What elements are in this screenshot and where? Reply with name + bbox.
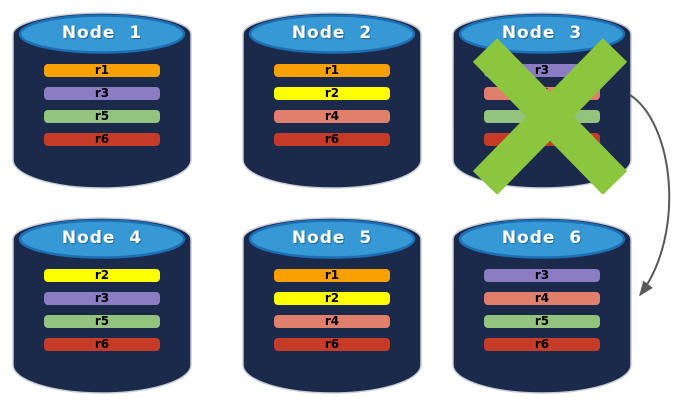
node-cylinder-4: Node 4 r2 r3 r5 r6 (6, 205, 198, 399)
replica-bar: r6 (44, 338, 160, 351)
node-title: Node 3 (501, 23, 583, 43)
replica-bar: r6 (44, 133, 160, 146)
replica-list: r3 r4 r5 r6 (484, 269, 600, 361)
replica-bar: r6 (274, 133, 390, 146)
replica-list: r2 r3 r5 r6 (44, 269, 160, 361)
replica-bar: r6 (484, 133, 600, 146)
replica-bar: r4 (274, 110, 390, 123)
node-title: Node 4 (61, 228, 143, 248)
replica-bar: r2 (274, 292, 390, 305)
replica-bar: r5 (484, 110, 600, 123)
node-title: Node 1 (61, 23, 143, 43)
node-cylinder-2: Node 2 r1 r2 r4 r6 (236, 0, 428, 194)
replica-list: r1 r3 r5 r6 (44, 64, 160, 156)
node-title: Node 6 (501, 228, 583, 248)
replica-list: r3 r4 r5 r6 (484, 64, 600, 156)
replica-bar: r6 (274, 338, 390, 351)
replica-bar: r3 (484, 269, 600, 282)
replica-bar: r2 (44, 269, 160, 282)
node-title: Node 2 (291, 23, 373, 43)
replica-list: r1 r2 r4 r6 (274, 64, 390, 156)
node-cylinder-6: Node 6 r3 r4 r5 r6 (446, 205, 638, 399)
replica-bar: r5 (44, 110, 160, 123)
replica-bar: r4 (484, 292, 600, 305)
node-cylinder-3: Node 3 r3 r4 r5 r6 (446, 0, 638, 194)
replica-bar: r5 (484, 315, 600, 328)
replica-bar: r5 (44, 315, 160, 328)
replica-list: r1 r2 r4 r6 (274, 269, 390, 361)
replica-bar: r3 (44, 292, 160, 305)
replica-bar: r3 (44, 87, 160, 100)
replica-bar: r1 (274, 269, 390, 282)
replica-bar: r4 (484, 87, 600, 100)
replica-bar: r1 (274, 64, 390, 77)
replica-bar: r6 (484, 338, 600, 351)
replica-bar: r3 (484, 64, 600, 77)
replica-bar: r4 (274, 315, 390, 328)
node-cylinder-1: Node 1 r1 r3 r5 r6 (6, 0, 198, 194)
replica-bar: r2 (274, 87, 390, 100)
node-cylinder-5: Node 5 r1 r2 r4 r6 (236, 205, 428, 399)
node-title: Node 5 (291, 228, 373, 248)
replica-bar: r1 (44, 64, 160, 77)
